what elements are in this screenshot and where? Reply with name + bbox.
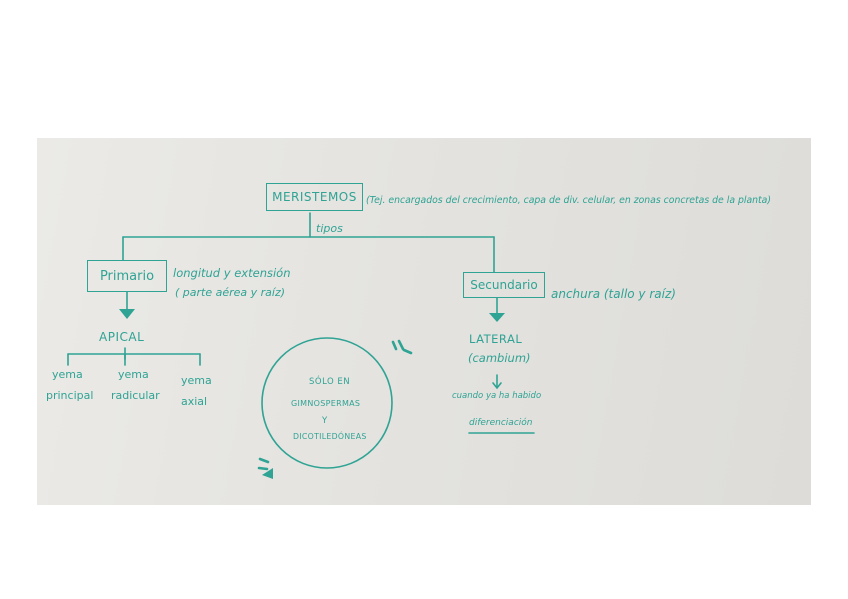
callout-line2: GIMNOSPERMAS	[291, 399, 361, 408]
root-box: MERISTEMOS	[266, 183, 363, 211]
leaf-2-line2: radicular	[111, 389, 160, 402]
lateral-label: LATERAL	[469, 332, 523, 346]
primario-description-line1: longitud y extensión	[173, 266, 291, 280]
leaf-3-line1: yema	[181, 374, 212, 387]
callout-line3: Y	[322, 416, 328, 426]
apical-label: APICAL	[99, 330, 145, 344]
secundario-label: Secundario	[470, 278, 538, 292]
root-description: (Tej. encargados del crecimiento, capa d…	[366, 195, 772, 206]
accent-triangle	[262, 468, 273, 479]
secundario-description: anchura (tallo y raíz)	[551, 287, 676, 301]
primario-arrowhead	[119, 309, 135, 319]
note-line2: diferenciación	[469, 418, 533, 428]
primario-label: Primario	[99, 268, 155, 284]
connector-lines	[67, 212, 535, 479]
callout-circle	[261, 337, 393, 469]
cambium-label: (cambium)	[468, 351, 531, 365]
secundario-box: Secundario	[463, 272, 545, 298]
leaf-1-line2: principal	[46, 389, 94, 402]
callout-line4: DICOTILEDÓNEAS	[293, 432, 367, 441]
leaf-2-line1: yema	[118, 368, 149, 381]
primario-description-line2: ( parte aérea y raíz)	[175, 286, 286, 299]
whiteboard-photo: MERISTEMOS (Tej. encargados del crecimie…	[37, 138, 811, 505]
secundario-arrowhead	[489, 313, 505, 322]
root-label: MERISTEMOS	[272, 190, 357, 204]
note-line1: cuando ya ha habido	[452, 391, 542, 401]
primario-box: Primario	[87, 260, 167, 292]
root-connector-label: tipos	[316, 222, 343, 235]
callout-line1: SÓLO EN	[309, 377, 351, 387]
leaf-3-line2: axial	[181, 395, 208, 408]
leaf-1-line1: yema	[52, 368, 83, 381]
